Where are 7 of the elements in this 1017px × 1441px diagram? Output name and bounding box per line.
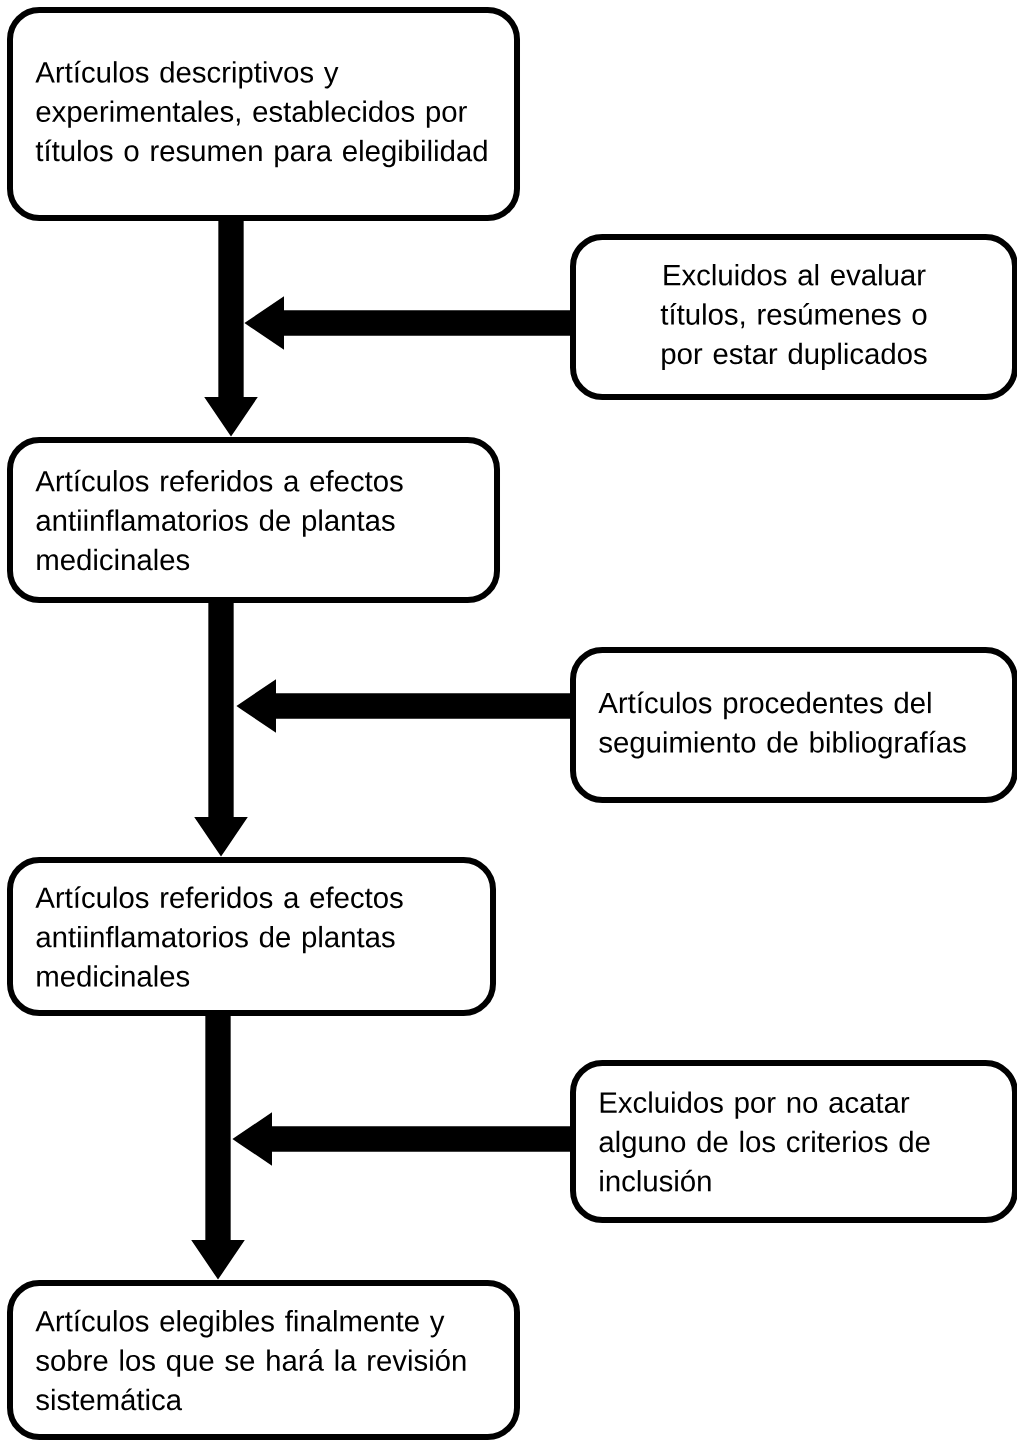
process-box: Artículos procedentes del seguimiento de bibliografías [570,647,1017,803]
process-box: Excluidos por no acatar alguno de los criterios de inclusión [570,1060,1017,1223]
process-box: Artículos referidos a efectos antiinflamatorios de plantas medicinales [7,437,500,603]
process-box: Artículos elegibles finalmente y sobre los que se hará la revisión sistemática [7,1280,520,1440]
process-box: Artículos descriptivos y experimentales, establecidos por títulos o resumen para elegibilidad [7,7,520,221]
process-box: Artículos referidos a efectos antiinflamatorios de plantas medicinales [7,857,496,1016]
process-box: Excluidos al evaluar títulos, resúmenes o por estar duplicados [570,234,1017,400]
